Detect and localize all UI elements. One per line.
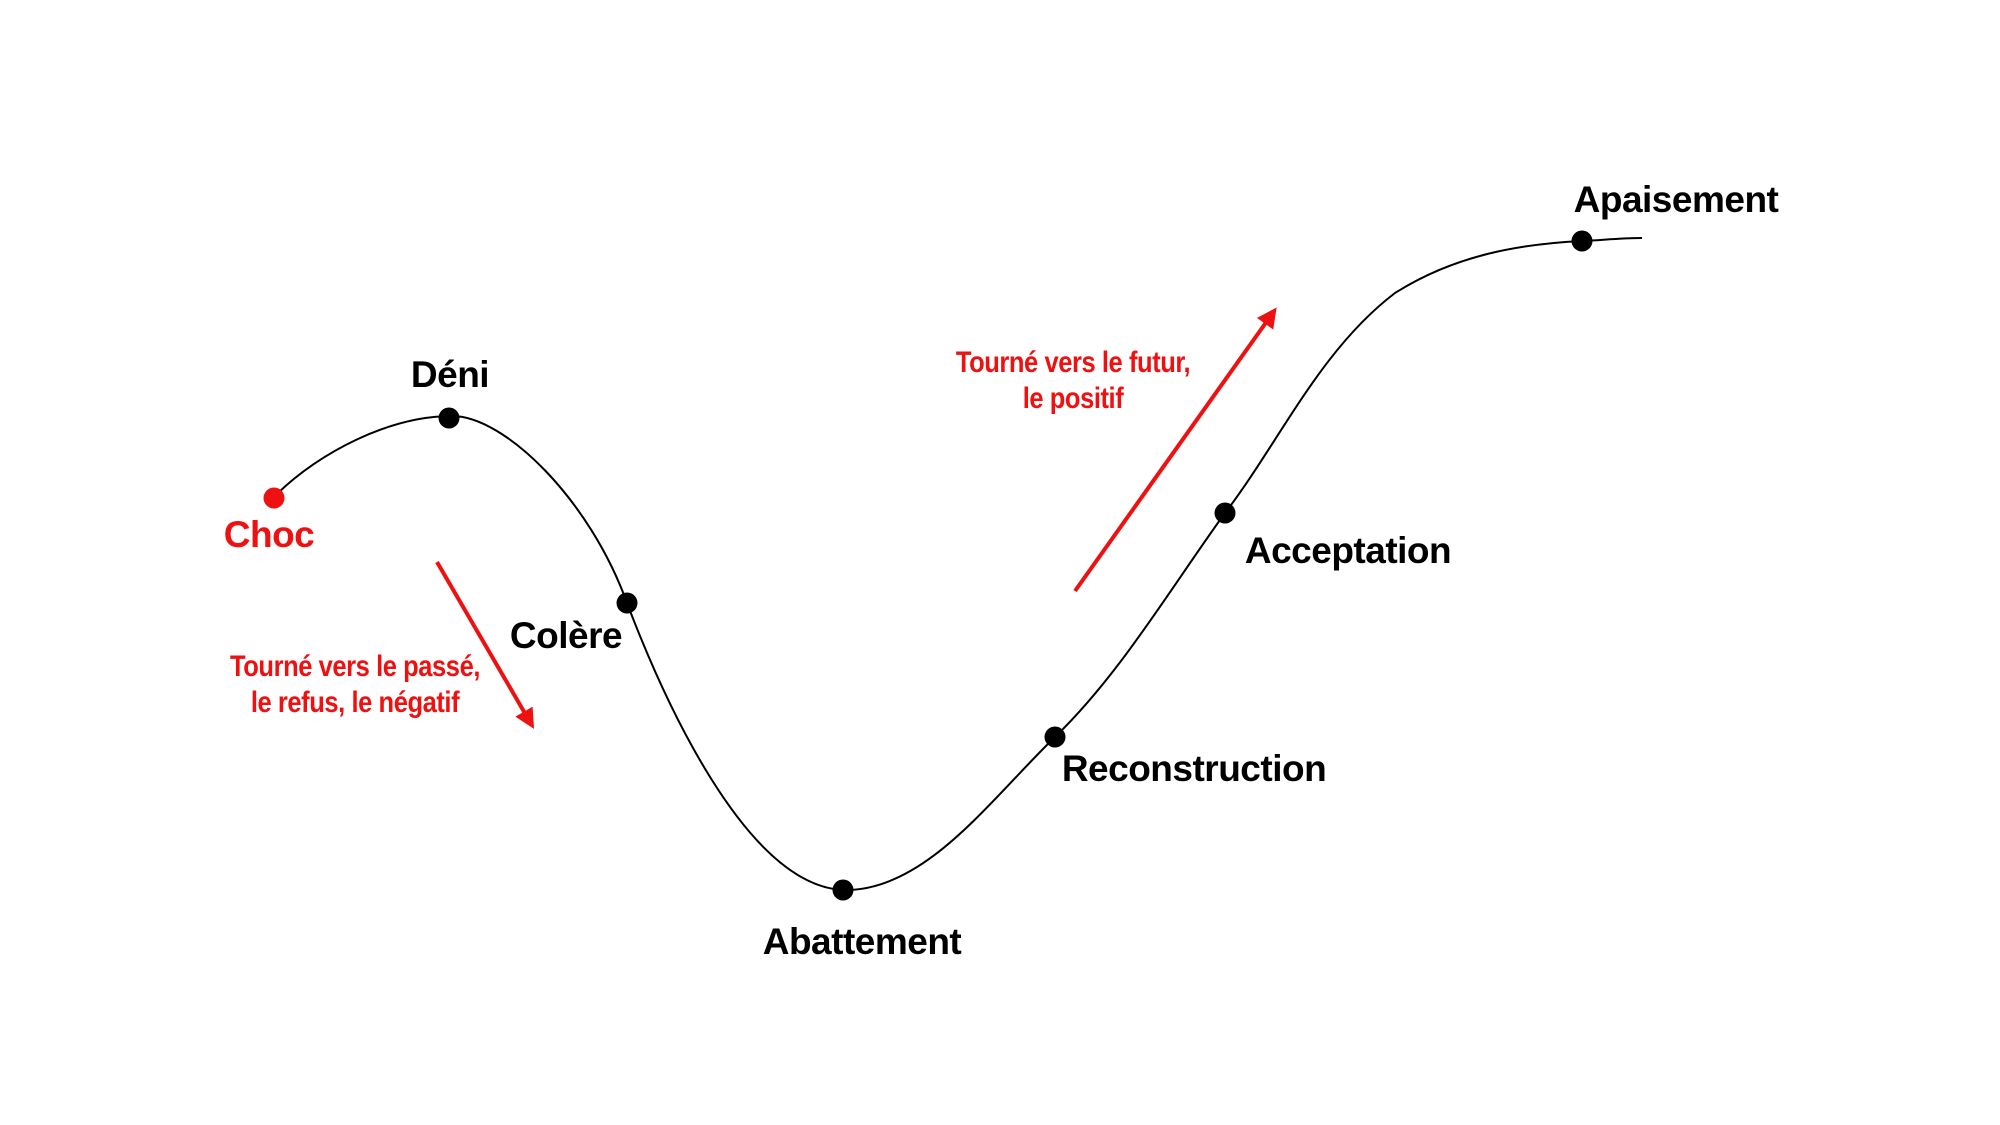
stage-label-acceptation: Acceptation (1244, 530, 1452, 571)
annotation-past: Tourné vers le passé, le refus, le négat… (230, 649, 480, 721)
stage-label-colere: Colère (509, 615, 623, 656)
stage-label-abattement: Abattement (762, 921, 962, 962)
annotation-future-line2: le positif (1022, 382, 1124, 415)
future-upward-arrow (1073, 307, 1277, 593)
stage-dot-reconstruction (1044, 726, 1066, 748)
past-downward-arrow (435, 560, 535, 729)
stage-label-reconstruction: Reconstruction (1061, 748, 1327, 789)
stage-label-deni: Déni (410, 354, 490, 395)
stage-dot-deni (438, 407, 460, 429)
stage-dot-apaisement (1571, 230, 1593, 252)
annotation-future: Tourné vers le futur, le positif (955, 345, 1191, 417)
stage-dot-acceptation (1214, 502, 1236, 524)
annotation-past-line2: le refus, le négatif (250, 686, 460, 719)
stage-label-apaisement: Apaisement (1573, 179, 1779, 220)
annotation-past-line1: Tourné vers le passé, (230, 650, 480, 683)
stage-dot-choc (263, 487, 285, 509)
annotation-future-line1: Tourné vers le futur, (955, 346, 1191, 379)
stage-dot-abattement (832, 879, 854, 901)
stage-dot-colere (616, 592, 638, 614)
stage-label-choc: Choc (223, 514, 315, 555)
grief-curve-path (276, 237, 1643, 892)
